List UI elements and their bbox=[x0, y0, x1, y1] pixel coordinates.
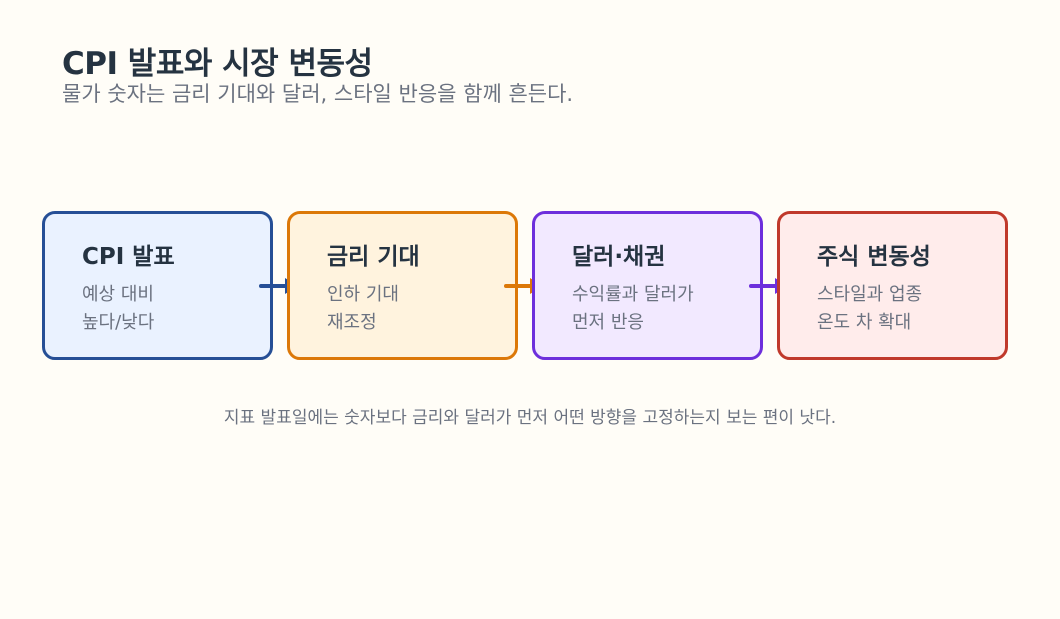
box-line-1: 예상 대비 bbox=[82, 284, 154, 305]
box-dollar-bonds: 달러·채권 수익률과 달러가 먼저 반응 bbox=[532, 211, 763, 360]
box-title: 주식 변동성 bbox=[817, 244, 931, 270]
diagram-title: CPI 발표와 시장 변동성 bbox=[62, 46, 373, 82]
box-line-2: 재조정 bbox=[327, 312, 377, 333]
box-line-2: 높다/낮다 bbox=[82, 312, 155, 333]
box-title: CPI 발표 bbox=[82, 244, 175, 270]
footer-note: 지표 발표일에는 숫자보다 금리와 달러가 먼저 어떤 방향을 고정하는지 보는… bbox=[223, 408, 837, 428]
box-line-2: 온도 차 확대 bbox=[817, 312, 912, 333]
box-line-1: 수익률과 달러가 bbox=[572, 284, 694, 305]
box-title: 금리 기대 bbox=[327, 244, 420, 270]
box-line-1: 인하 기대 bbox=[327, 284, 399, 305]
box-rate-expectations: 금리 기대 인하 기대 재조정 bbox=[287, 211, 518, 360]
box-equity-volatility: 주식 변동성 스타일과 업종 온도 차 확대 bbox=[777, 211, 1008, 360]
diagram-subtitle: 물가 숫자는 금리 기대와 달러, 스타일 반응을 함께 흔든다. bbox=[62, 82, 574, 106]
box-line-2: 먼저 반응 bbox=[572, 312, 644, 333]
box-line-1: 스타일과 업종 bbox=[817, 284, 923, 305]
box-cpi-release: CPI 발표 예상 대비 높다/낮다 bbox=[42, 211, 273, 360]
box-title: 달러·채권 bbox=[572, 244, 666, 270]
